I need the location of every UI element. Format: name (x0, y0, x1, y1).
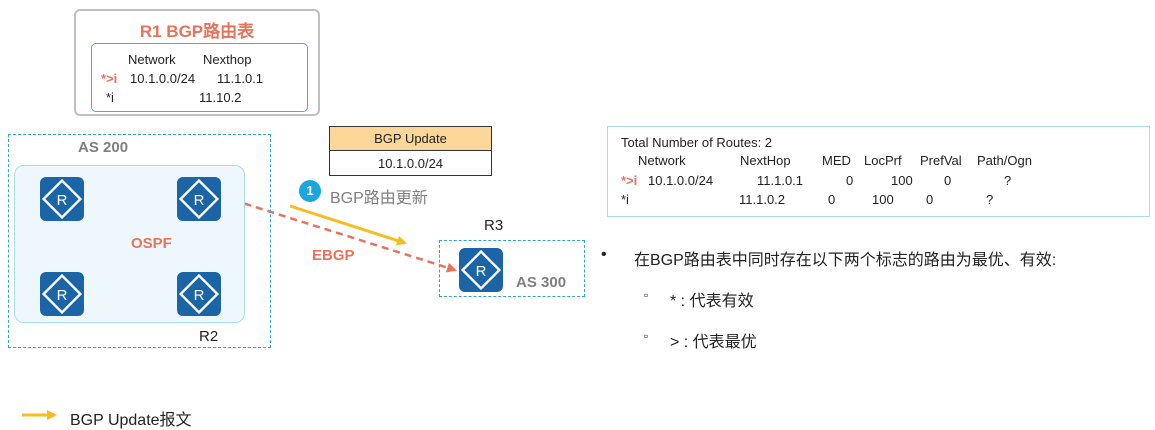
r1-row1-network: 10.1.0.0/24 (130, 71, 196, 86)
col-path: Path/Ogn (977, 153, 1032, 168)
col-prefval: PrefVal (920, 153, 962, 168)
r1-table-title: R1 BGP路由表 (139, 22, 255, 41)
col-network: Network (638, 153, 686, 168)
rt-row1-path: ? (1004, 173, 1012, 188)
rt-row1-flag: *>i (621, 173, 638, 188)
rt-row1-network: 10.1.0.0/24 (648, 173, 714, 188)
router-as200-bottomleft[interactable]: R (40, 272, 84, 316)
rt-row1-med: 0 (846, 173, 854, 188)
r2-label: R2 (199, 328, 219, 345)
router-icon: R (460, 249, 502, 291)
col-nexthop: NextHop (740, 153, 791, 168)
router-icon: R (178, 178, 220, 220)
rt-row2-locprf: 100 (872, 192, 894, 207)
rt-row2-path: ? (986, 192, 994, 207)
routing-table-panel: Total Number of Routes: 2 Network NextHo… (607, 126, 1150, 217)
router-icon: R (178, 273, 220, 315)
notes-item-valid: * : 代表有效 (670, 293, 754, 310)
svg-text:R: R (476, 263, 487, 280)
r1-row1-nexthop: 11.1.0.1 (217, 71, 264, 86)
col-locprf: LocPrf (864, 153, 902, 168)
notes-bullet-mark: • (601, 246, 607, 263)
router-icon: R (41, 178, 83, 220)
svg-text:R: R (194, 287, 205, 304)
svg-text:R: R (57, 287, 68, 304)
router-r1[interactable]: R (177, 177, 221, 221)
rt-row2-flag: *i (621, 192, 629, 207)
bgp-update-header: BGP Update (330, 127, 491, 151)
r1-row2-nexthop: 11.10.2 (199, 90, 242, 105)
router-r3[interactable]: R (459, 248, 503, 292)
svg-text:R: R (57, 192, 68, 209)
bgp-update-message: BGP Update 10.1.0.0/24 (329, 126, 492, 176)
ebgp-label: EBGP (312, 247, 355, 264)
step-label: BGP路由更新 (330, 190, 428, 207)
notes-sub-mark-1: ▫ (644, 288, 649, 302)
as200-label: AS 200 (78, 139, 129, 156)
routing-table-total: Total Number of Routes: 2 (621, 135, 773, 150)
rt-row2-prefval: 0 (926, 192, 934, 207)
ospf-label: OSPF (131, 235, 172, 252)
step-badge: 1 (299, 180, 321, 202)
rt-row2-nexthop: 11.1.0.2 (739, 192, 786, 207)
r3-label: R3 (484, 217, 504, 234)
notes-main: 在BGP路由表中同时存在以下两个标志的路由为最优、有效: (634, 252, 1057, 269)
r1-row2-flag: *i (106, 90, 114, 105)
rt-row2-med: 0 (828, 192, 836, 207)
bgp-update-prefix: 10.1.0.0/24 (377, 156, 444, 171)
bgp-update-arrow (289, 204, 407, 246)
as300-label: AS 300 (516, 274, 567, 291)
r1-header-nexthop: Nexthop (203, 52, 252, 67)
rt-row1-nexthop: 11.1.0.1 (757, 173, 804, 188)
as300-area (439, 240, 585, 297)
as200-area (8, 134, 271, 348)
rt-row1-locprf: 100 (891, 173, 913, 188)
rt-row1-prefval: 0 (944, 173, 952, 188)
svg-text:R: R (194, 192, 205, 209)
r1-header-network: Network (128, 52, 176, 67)
col-med: MED (822, 153, 851, 168)
notes-sub-mark-2: ▫ (644, 329, 649, 343)
step-number: 1 (306, 183, 314, 198)
router-r2[interactable]: R (177, 272, 221, 316)
notes-item-best: > : 代表最优 (670, 334, 757, 351)
router-icon: R (41, 273, 83, 315)
r1-table-body: Network Nexthop *>i 10.1.0.0/24 11.1.0.1… (91, 43, 308, 112)
legend-label: BGP Update报文 (70, 412, 192, 429)
r1-bgp-table-panel: R1 BGP路由表 Network Nexthop *>i 10.1.0.0/2… (74, 9, 320, 116)
r1-row1-flag: *>i (101, 71, 118, 86)
router-as200-topleft[interactable]: R (40, 177, 84, 221)
